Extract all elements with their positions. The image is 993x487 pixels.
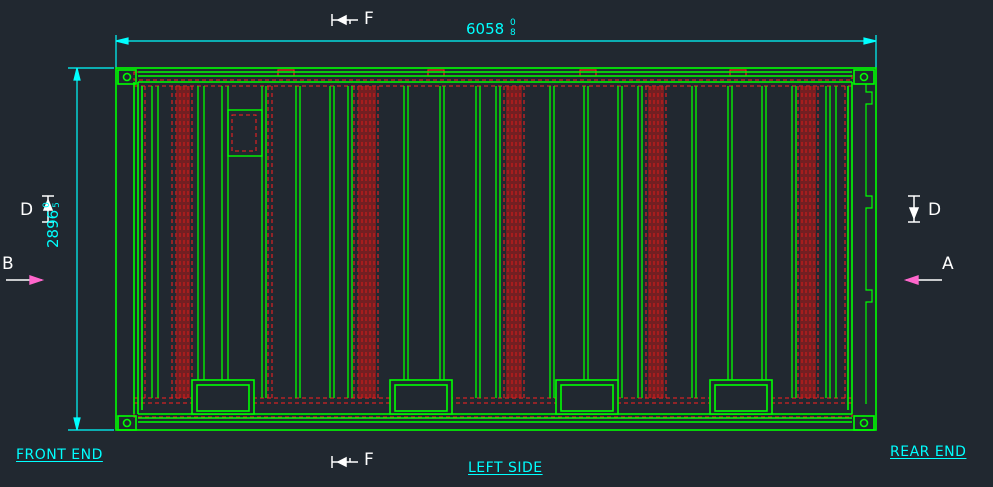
section-marker-left-d [42, 195, 54, 223]
height-dimension-value: 2896 [44, 209, 62, 248]
length-tolerance-lower: 8 [510, 28, 516, 38]
view-label-b: B [2, 254, 14, 274]
height-tolerance-lower: 5 [52, 202, 62, 208]
front-end-label: FRONT END [16, 447, 103, 463]
view-label-a: A [942, 254, 954, 274]
section-marker-bottom-f [331, 456, 358, 468]
solid-red-posts [176, 86, 816, 398]
section-marker-right-d [908, 195, 920, 223]
forklift-pockets [191, 379, 773, 415]
vent-box [227, 109, 263, 157]
top-rail-pads [277, 69, 747, 77]
view-arrow-a [903, 275, 942, 285]
section-label-right-d: D [928, 200, 942, 220]
container-frame [115, 67, 877, 431]
length-dimension-text: 6058 [466, 22, 504, 37]
view-arrow-b [6, 275, 45, 285]
height-dimension-line [68, 67, 114, 431]
section-label-left-d: D [20, 200, 34, 220]
hidden-line-members [133, 71, 853, 418]
length-tolerance-upper: 0 [510, 18, 516, 28]
section-label-top-f: F [364, 9, 374, 29]
section-marker-top-f [331, 14, 358, 26]
rear-door-profile [865, 84, 873, 404]
height-tolerance-upper: 0 [42, 202, 52, 208]
length-dimension-line [115, 35, 877, 68]
height-dimension-text: 2896 0 5 [42, 200, 62, 248]
section-label-bottom-f: F [364, 450, 374, 470]
rear-end-label: REAR END [890, 444, 967, 460]
corrugation-lines [151, 86, 837, 398]
corner-castings [117, 69, 875, 431]
left-side-label: LEFT SIDE [468, 460, 543, 476]
length-dimension-value: 6058 [466, 20, 505, 38]
